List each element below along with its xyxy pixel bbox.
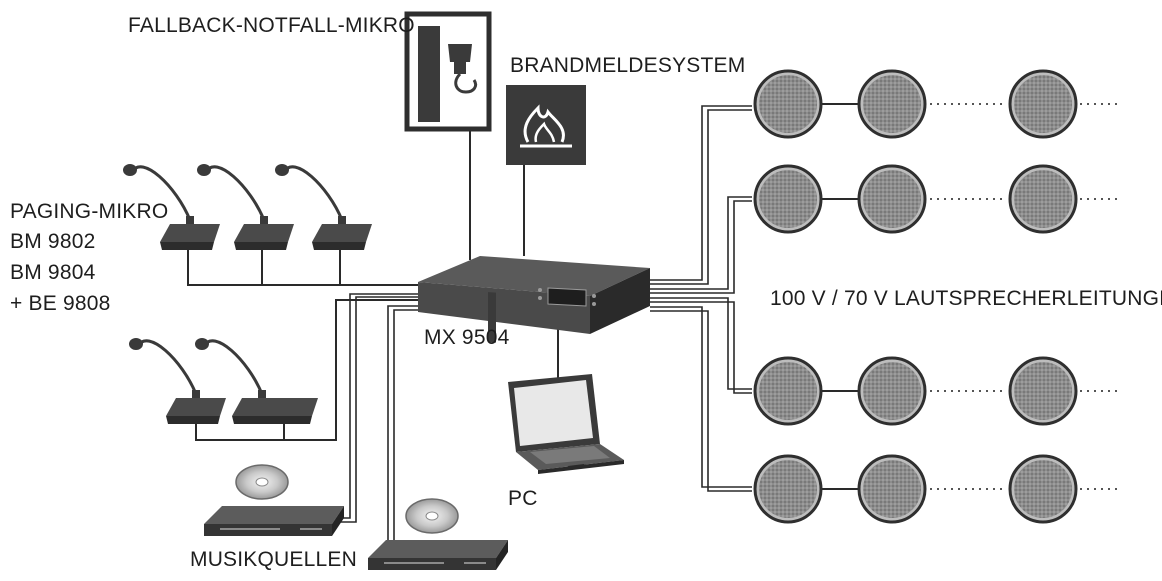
paging-mic-label: PAGING-MIKRO xyxy=(10,200,168,223)
speaker-line-2 xyxy=(650,196,752,294)
fallback-mic-label: FALLBACK-NOTFALL-MIKRO xyxy=(128,14,415,37)
fire-alarm-label: BRANDMELDESYSTEM xyxy=(510,54,745,77)
speaker-links xyxy=(822,103,1118,490)
paging-mic-model-1: BM 9802 xyxy=(10,230,95,253)
paging-mic-bus-top xyxy=(187,248,418,286)
laptop-icon xyxy=(508,374,624,474)
speaker-line-1 xyxy=(650,105,752,285)
mixer-amplifier-icon xyxy=(418,256,650,343)
mixer-label: MX 9504 xyxy=(424,326,510,349)
paging-mic-model-2: BM 9804 xyxy=(10,261,96,284)
music-sources-label: MUSIKQUELLEN xyxy=(190,548,357,571)
music-source-1-wire xyxy=(338,293,418,523)
paging-mic-model-3: + BE 9808 xyxy=(10,292,110,315)
pc-label: PC xyxy=(508,487,538,510)
wall-microphone-icon xyxy=(404,11,492,132)
fire-icon xyxy=(506,85,586,165)
speaker-lines-label: 100 V / 70 V LAUTSPRECHERLEITUNGEN xyxy=(770,287,1162,310)
desk-microphone-icon xyxy=(121,162,374,426)
speaker-line-4 xyxy=(650,306,752,492)
speaker-line-3 xyxy=(650,297,752,394)
paging-mic-bus-bottom xyxy=(195,299,418,441)
